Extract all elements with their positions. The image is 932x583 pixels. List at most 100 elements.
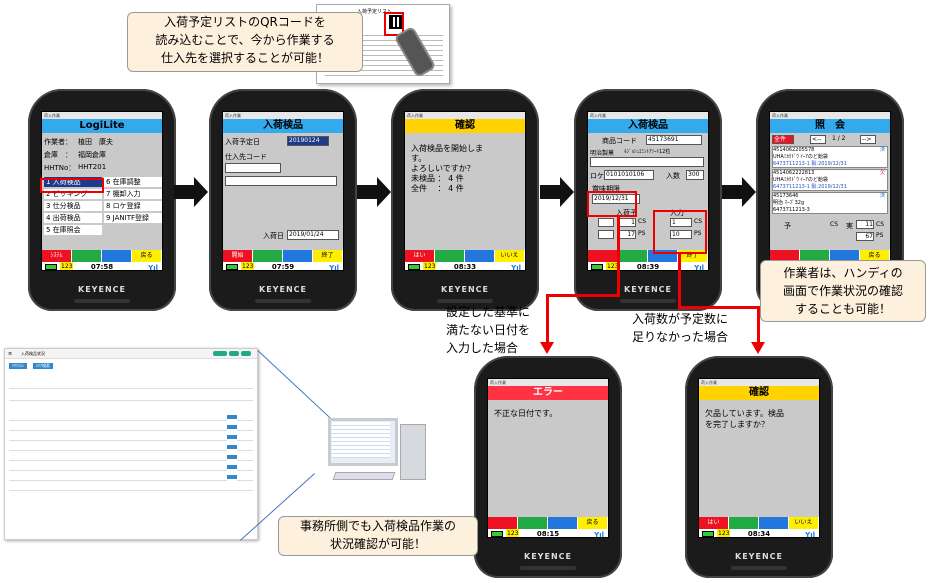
menu-item-5[interactable]: 5 在庫照会: [44, 225, 102, 235]
fkey-start[interactable]: 開始: [223, 250, 253, 262]
menu-item-6[interactable]: 6 在庫調整: [104, 177, 162, 187]
input-cs-field[interactable]: 1: [670, 218, 692, 227]
connector-expiry: [617, 217, 620, 297]
fkey-no[interactable]: いいえ: [495, 250, 525, 262]
fkey-no[interactable]: いいえ: [789, 517, 819, 529]
input-mode-badge: 123: [60, 262, 74, 270]
callout-handy-status: 作業者は、ハンディの 画面で作業状況の確認 することも可能！: [760, 260, 926, 322]
menu-item-3[interactable]: 3 仕分検品: [44, 201, 102, 211]
office-filter-row: [9, 375, 253, 389]
handy-device-6: 荷入作業 エラー 不正な日付です。 戻る 123 08:15 Yıl KEYEN…: [474, 356, 622, 578]
signal-icon: Yıl: [511, 264, 521, 271]
menu-item-7[interactable]: 7 棚卸入力: [104, 189, 162, 199]
arrival-date-field[interactable]: 2019/01/24: [287, 230, 339, 240]
red-highlight-expiry: [587, 191, 637, 217]
office-web-screen: ≡ 入荷検品状況 ｸﾘｱｼｴﾝ ｴﾘｱ検索: [4, 348, 258, 540]
battery-icon: [591, 264, 603, 270]
fkey-2[interactable]: [72, 250, 102, 262]
office-title: 入荷検品状況: [21, 351, 45, 356]
office-filter-row-2: [9, 391, 253, 401]
office-tab-1[interactable]: ｸﾘｱｼｴﾝ: [9, 363, 27, 369]
red-highlight-menu: [40, 178, 104, 193]
error-message: 不正な日付です。: [494, 409, 558, 418]
list-item[interactable]: 4514062205578 UHAﾐｶｸﾄﾞｳ ｲｰｱのど飴袋 64737112…: [772, 146, 888, 168]
list-item[interactable]: 45173646 明治 ﾏｰﾌﾞ32g 6473711213-3 済: [772, 192, 888, 214]
product-code-field[interactable]: 45173691: [646, 135, 702, 145]
office-table: [9, 411, 253, 493]
menu-item-2[interactable]: 2 ピッキング: [44, 189, 102, 199]
callout-qr: 入荷予定リストのQRコードを 読み込むことで、今から作業する 仕入先を選択するこ…: [127, 12, 363, 72]
signal-icon: Yıl: [329, 264, 339, 271]
fkey-back[interactable]: 戻る: [578, 517, 608, 529]
arrow-right-icon: [357, 185, 379, 199]
battery-icon: [702, 531, 714, 537]
product-detail-field: [590, 157, 704, 167]
menu-item-9[interactable]: 9 JANITF登録: [104, 213, 162, 223]
battery-icon: [491, 531, 503, 537]
office-status-col: [227, 415, 237, 485]
arrow-right-icon: [174, 185, 196, 199]
arrow-right-icon: [540, 185, 562, 199]
screen-inquiry: 荷入作業 照 会 全件 <-- 1 / 2 --> 4514062205578 …: [769, 111, 891, 271]
connector-input: [678, 254, 681, 309]
fkey-3[interactable]: [102, 250, 132, 262]
condition-label-date: 設定した基準に 満たない日付を 入力した場合: [446, 305, 531, 355]
condition-label-qty: 入荷数が予定数に 足りなかった場合: [632, 312, 729, 344]
prev-page-button[interactable]: <--: [810, 135, 826, 144]
green-button-2[interactable]: [229, 351, 239, 356]
location-field[interactable]: 0101010106: [604, 170, 654, 180]
battery-icon: [226, 264, 238, 270]
clock: 08:34: [747, 530, 771, 538]
pack-qty-field: 300: [686, 170, 704, 180]
expiry-date-field[interactable]: 2019/12/31: [592, 194, 640, 204]
handy-device-1: 荷入作業 LogiLite 作業者： 植田 康夫 倉庫 ： 福岡倉庫 HHTNo…: [28, 89, 176, 311]
list-item[interactable]: 4514062222813 UHAﾐｶｸﾄﾞｳ ｲｰｱのど飴袋 64737112…: [772, 169, 888, 191]
fkey-yes[interactable]: はい: [699, 517, 729, 529]
clock: 08:15: [536, 530, 560, 538]
supplier-code-field[interactable]: [225, 163, 281, 173]
screen-error: 荷入作業 エラー 不正な日付です。 戻る 123 08:15 Yıl: [487, 378, 609, 538]
doc-title: 入荷予定リスト: [357, 9, 393, 15]
arrow-right-head: [194, 177, 208, 207]
battery-icon: [45, 264, 57, 270]
screen-header: LogiLite: [42, 119, 162, 133]
red-highlight-input: [653, 210, 707, 254]
fkey-yes[interactable]: はい: [405, 250, 435, 262]
plan-date-field[interactable]: 20190124: [287, 136, 329, 146]
fkey-1[interactable]: ｼｽﾃﾑ: [42, 250, 72, 262]
signal-icon: Yıl: [694, 264, 704, 271]
handy-device-4: 荷入作業 入荷検品 商品コード 45173691 明治製菓 ﾓｼﾞｮｼｭｴﾐﾝﾄ…: [574, 89, 722, 311]
green-button[interactable]: [213, 351, 227, 356]
fkey-back[interactable]: 戻る: [860, 250, 890, 262]
all-items-button[interactable]: 全件: [772, 135, 794, 144]
clock: 07:59: [271, 263, 295, 271]
menu-item-4[interactable]: 4 出荷検品: [44, 213, 102, 223]
supplier-name-field: [225, 176, 337, 186]
screen-receive-inspection: 荷入作業 入荷検品 入荷予定日 20190124 仕入先コード 入荷日 2019…: [222, 111, 344, 271]
callout-office: 事務所側でも入荷検品作業の 状況確認が可能！: [278, 516, 478, 556]
clock: 08:39: [636, 263, 660, 271]
arrow-right-icon: [722, 185, 744, 199]
fkey-4[interactable]: 戻る: [132, 250, 162, 262]
next-page-button[interactable]: -->: [860, 135, 876, 144]
desktop-pc-icon: [328, 418, 430, 492]
page-indicator: 1 / 2: [832, 135, 846, 142]
qr-highlight-box: [384, 12, 404, 36]
green-button-3[interactable]: [241, 351, 251, 356]
handy-device-3: 荷入作業 確認 入荷検品を開始しま す。 よろしいですか？ 未検品 ： 4 件 …: [391, 89, 539, 311]
office-tab-2[interactable]: ｴﾘｱ検索: [33, 363, 53, 369]
input-ps-field[interactable]: 10: [670, 230, 692, 239]
signal-icon: Yıl: [148, 264, 158, 271]
signal-icon: Yıl: [594, 531, 604, 538]
clock: 08:33: [453, 263, 477, 271]
battery-icon: [408, 264, 420, 270]
handy-device-2: 荷入作業 入荷検品 入荷予定日 20190124 仕入先コード 入荷日 2019…: [209, 89, 357, 311]
handy-device-7: 荷入作業 確認 欠品しています。検品 を完了しますか？ はい いいえ 123 0…: [685, 356, 833, 578]
menu-icon[interactable]: ≡: [8, 351, 13, 357]
fkey-end[interactable]: 終了: [313, 250, 343, 262]
menu-item-1[interactable]: 1 入荷検品: [44, 177, 102, 187]
menu-item-8[interactable]: 8 ロケ登録: [104, 201, 162, 211]
clock: 07:58: [90, 263, 114, 271]
screen-confirm-shortage: 荷入作業 確認 欠品しています。検品 を完了しますか？ はい いいえ 123 0…: [698, 378, 820, 538]
signal-icon: Yıl: [805, 531, 815, 538]
